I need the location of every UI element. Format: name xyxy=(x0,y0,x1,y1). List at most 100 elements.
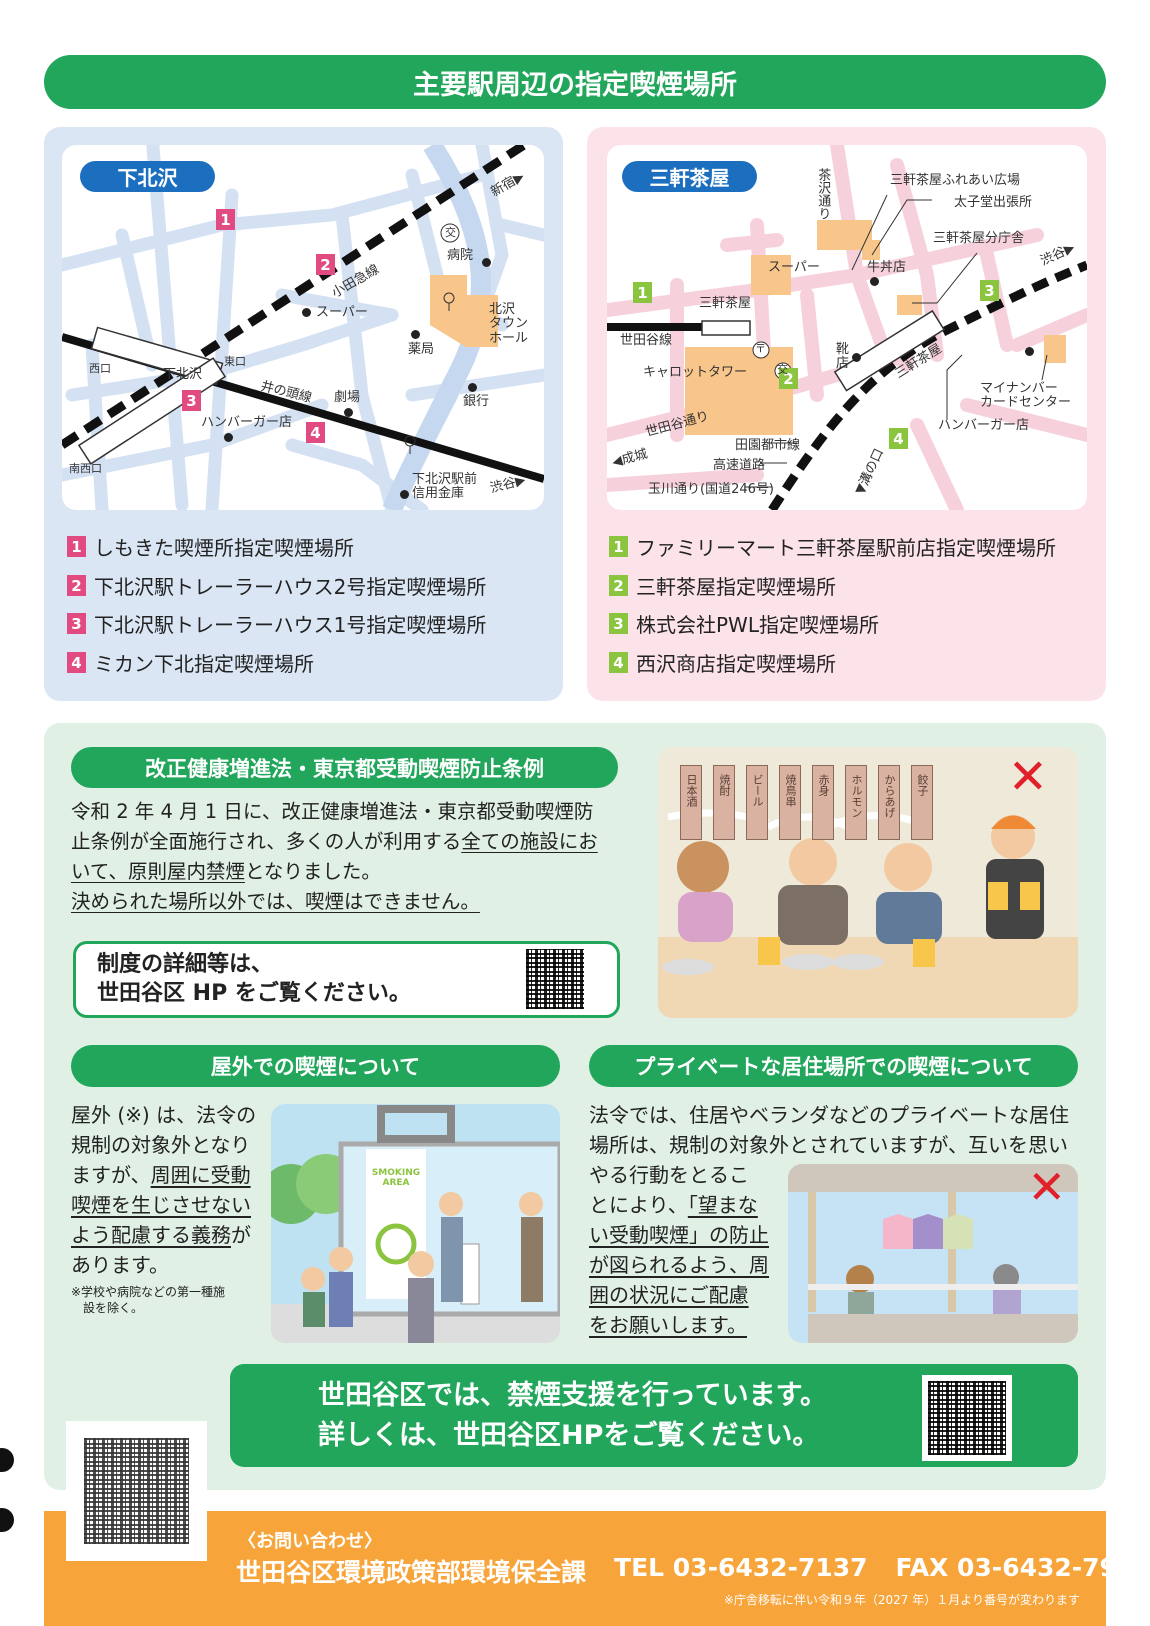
text-segment: 場所は、規制の対象外とされていますが、互いを思い xyxy=(589,1133,1068,1157)
text-segment: とにより、 xyxy=(589,1193,688,1217)
text-line: やる行動をとるこ xyxy=(589,1160,769,1190)
text-line: 囲の状況にご配慮 xyxy=(589,1280,769,1310)
map-label-carrot-tower: キャロットタワー xyxy=(643,365,748,380)
text-line: をお願いします。 xyxy=(589,1310,769,1340)
shimokitazawa-map-drawing xyxy=(62,145,544,510)
menu-tag: ビール xyxy=(746,765,768,840)
outdoor-heading: 屋外での喫煙について xyxy=(71,1045,560,1087)
map-dot xyxy=(400,490,409,499)
sangenjaya-map xyxy=(607,145,1087,510)
location-name: 三軒茶屋指定喫煙場所 xyxy=(636,575,836,599)
marker-3: 3 xyxy=(182,390,201,411)
map-label-pharmacy: 薬局 xyxy=(408,342,435,357)
location-name: 西沢商店指定喫煙場所 xyxy=(636,652,836,676)
map-label-expressway: 高速道路 xyxy=(713,458,766,473)
marker-1: 1 xyxy=(216,209,235,230)
text-segment: 規制の対象外となり xyxy=(71,1133,251,1157)
qr-code-support[interactable] xyxy=(928,1381,1006,1455)
private-paragraph-narrow: やる行動をとることにより、「望まない受動喫煙」の防止が図られるよう、周囲の状況に… xyxy=(589,1160,769,1340)
marker-badge: 3 xyxy=(67,613,86,634)
marker-2: 2 xyxy=(779,368,798,389)
text-line: い受動喫煙」の防止 xyxy=(589,1220,769,1250)
station-tag-shimokitazawa: 下北沢 xyxy=(80,161,215,192)
map-dot xyxy=(468,383,477,392)
emphasized-text: をお願いします。 xyxy=(589,1313,747,1337)
text-line: あります。 xyxy=(71,1250,256,1280)
map-label-station: 三軒茶屋 xyxy=(699,296,752,311)
marker-badge: 4 xyxy=(67,652,86,673)
outdoor-smoking-area-illustration: SMOKING AREA xyxy=(271,1104,560,1343)
location-list-item: 1 ファミリーマート三軒茶屋駅前店指定喫煙場所 xyxy=(609,532,1056,561)
text-line: 法令では、住居やベランダなどのプライベートな居住 xyxy=(589,1100,1069,1130)
menu-tag: 焼鳥串 xyxy=(779,765,801,840)
map-label-taishido: 太子堂出張所 xyxy=(954,195,1033,210)
marker-4: 4 xyxy=(889,428,908,449)
map-label-burger: ハンバーガー店 xyxy=(201,415,293,430)
map-label-hospital: 病院 xyxy=(447,248,474,263)
text-line: 令和 2 年 4 月 1 日に、改正健康増進法・東京都受動喫煙防 xyxy=(71,797,598,827)
phone-number[interactable]: TEL 03-6432-7137 xyxy=(614,1553,868,1582)
hp-info-line: 世田谷区 HP をご覧ください。 xyxy=(97,981,411,1006)
map-label-southwest-exit: 南西口 xyxy=(69,462,102,475)
map-label-setagaya-line: 世田谷線 xyxy=(620,333,673,348)
menu-tag: 焼酎 xyxy=(713,765,735,840)
map-label-station: 下北沢 xyxy=(163,367,203,382)
post-office-icon: 〒 xyxy=(755,342,766,355)
marker-badge: 3 xyxy=(609,613,628,634)
hp-info-line: 制度の詳細等は、 xyxy=(97,952,274,977)
emphasized-text: い受動喫煙」の防止 xyxy=(589,1223,769,1247)
map-label-mynumber: マイナンバー カードセンター xyxy=(980,381,1072,411)
location-name: ファミリーマート三軒茶屋駅前店指定喫煙場所 xyxy=(636,536,1056,560)
marker-badge: 1 xyxy=(609,536,628,557)
station-tag-sangenjaya: 三軒茶屋 xyxy=(622,161,757,192)
hp-info-text: 制度の詳細等は、 世田谷区 HP をご覧ください。 xyxy=(97,950,411,1008)
koban-icon: 交 xyxy=(777,363,788,376)
marker-badge: 1 xyxy=(67,536,86,557)
support-line: 詳しくは、世田谷区HPをご覧ください。 xyxy=(318,1420,820,1451)
text-segment: 令和 2 年 4 月 1 日に、改正健康増進法・東京都受動喫煙防 xyxy=(71,800,594,823)
emphasized-text: いて、原則屋内禁煙 xyxy=(71,860,245,883)
emphasized-text: 喫煙を生じさせない xyxy=(71,1193,251,1217)
text-line: 場所は、規制の対象外とされていますが、互いを思い xyxy=(589,1130,1069,1160)
map-label-tamagawa: 玉川通り(国道246号) xyxy=(648,482,774,497)
page-title: 主要駅周辺の指定喫煙場所 xyxy=(44,55,1106,109)
location-name: 下北沢駅トレーラーハウス2号指定喫煙場所 xyxy=(94,575,487,599)
private-paragraph-full: 法令では、住居やベランダなどのプライベートな居住場所は、規制の対象外とされていま… xyxy=(589,1100,1069,1160)
izakaya-illustration: 日本酒焼酎ビール焼鳥串赤身ホルモンからあげ餃子 ✕ xyxy=(658,747,1078,1018)
menu-tag: からあげ xyxy=(878,765,900,840)
location-name: 株式会社PWL指定喫煙場所 xyxy=(636,613,879,637)
map-label-burger: ハンバーガー店 xyxy=(938,418,1030,433)
location-name: ミカン下北指定喫煙場所 xyxy=(94,652,314,676)
private-heading: プライベートな居住場所での喫煙について xyxy=(589,1045,1078,1087)
map-label-branch: 三軒茶屋分庁舎 xyxy=(933,231,1025,246)
text-line: 喫煙を生じさせない xyxy=(71,1190,256,1220)
map-label-fureai: 三軒茶屋ふれあい広場 xyxy=(890,173,1021,188)
emphasized-text: 「望まな xyxy=(687,1193,758,1217)
marker-2: 2 xyxy=(316,254,335,275)
department-name: 世田谷区環境政策部環境保全課 xyxy=(236,1558,587,1587)
location-list-item: 3 株式会社PWL指定喫煙場所 xyxy=(609,609,879,638)
emphasized-text: 決められた場所以外では、喫煙はできません。 xyxy=(71,890,480,913)
map-dot xyxy=(224,433,233,442)
text-segment: あります。 xyxy=(71,1253,169,1277)
text-segment: 法令では、住居やベランダなどのプライベートな居住 xyxy=(589,1103,1069,1127)
map-label-chazawa: 茶沢通り xyxy=(815,168,831,220)
text-line: よう配慮する義務が xyxy=(71,1220,256,1250)
text-segment: 屋外 (※) は、法令の xyxy=(71,1103,257,1127)
map-dot xyxy=(302,308,311,317)
sangenjaya-map-drawing xyxy=(607,145,1087,510)
text-line: ますが、周囲に受動 xyxy=(71,1160,256,1190)
marker-1: 1 xyxy=(633,282,652,303)
marker-4: 4 xyxy=(306,422,325,443)
text-segment: となりました。 xyxy=(244,860,381,883)
menu-tags: 日本酒焼酎ビール焼鳥串赤身ホルモンからあげ餃子 xyxy=(680,765,933,840)
qr-code-hp[interactable] xyxy=(526,949,584,1009)
law-paragraph: 令和 2 年 4 月 1 日に、改正健康増進法・東京都受動喫煙防止条例が全面施行… xyxy=(71,797,598,917)
shimokitazawa-map xyxy=(62,145,544,510)
binding-hole xyxy=(0,1508,14,1532)
map-label-shoes: 靴 店 xyxy=(836,342,850,372)
contact-label: 〈お問い合わせ〉 xyxy=(238,1531,382,1552)
